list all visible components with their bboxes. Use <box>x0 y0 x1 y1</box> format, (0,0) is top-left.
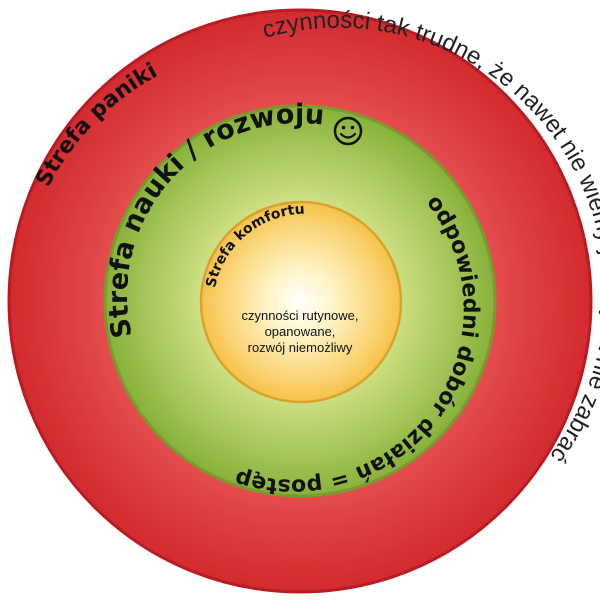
smiley-face-icon <box>333 116 363 146</box>
comfort-zone-circle <box>199 200 403 404</box>
comfort-description-line: czynności rutynowe, <box>241 308 359 323</box>
comfort-description-line: rozwój niemożliwy <box>247 340 353 355</box>
comfort-description-line: opanowane, <box>264 324 336 339</box>
comfort-zone-description: czynności rutynowe, opanowane, rozwój ni… <box>220 308 380 356</box>
